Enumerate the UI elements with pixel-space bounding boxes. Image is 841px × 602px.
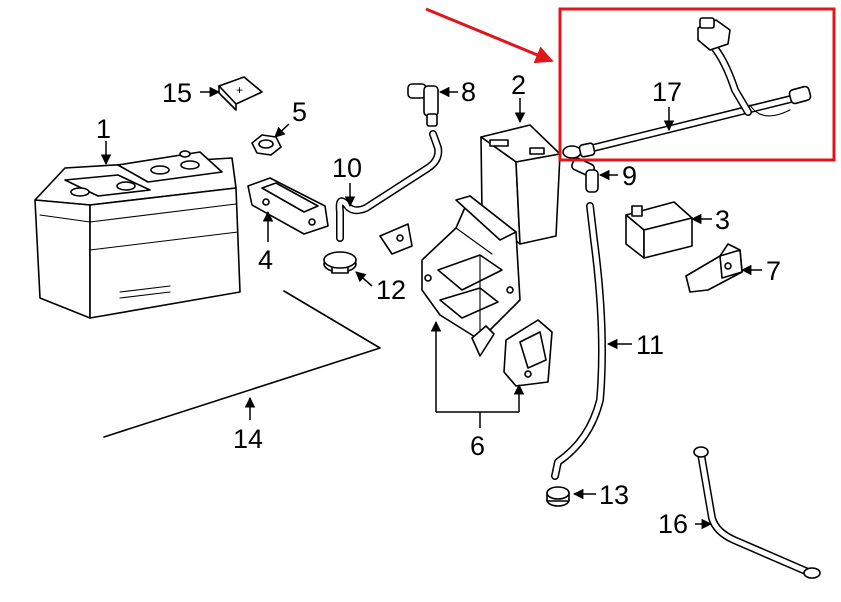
callout-10: 10 bbox=[332, 153, 362, 183]
battery-tray-pad bbox=[247, 177, 329, 235]
callout-14: 14 bbox=[233, 424, 263, 454]
callout-4: 4 bbox=[258, 245, 273, 275]
callout-9: 9 bbox=[622, 161, 637, 191]
terminal-cover: + bbox=[218, 76, 263, 111]
vent-hose bbox=[335, 130, 443, 242]
vent-elbow bbox=[407, 83, 439, 127]
callout-6: 6 bbox=[470, 431, 485, 461]
hex-nut bbox=[251, 134, 282, 156]
callout-11: 11 bbox=[636, 330, 664, 360]
callout-12: 12 bbox=[376, 275, 406, 305]
ground-strap bbox=[693, 446, 821, 579]
highlight-arrow bbox=[425, 7, 554, 64]
drain-hose bbox=[551, 202, 606, 480]
main-battery bbox=[34, 150, 241, 319]
callout-1: 1 bbox=[96, 114, 111, 144]
grommet-12 bbox=[323, 251, 357, 274]
callout-16: 16 bbox=[658, 509, 688, 539]
callout-17: 17 bbox=[652, 77, 682, 107]
highlight-box bbox=[558, 7, 836, 162]
callout-7: 7 bbox=[766, 256, 781, 286]
svg-text:+: + bbox=[236, 83, 243, 97]
battery-cable bbox=[562, 17, 812, 159]
leader-lines bbox=[100, 86, 762, 530]
elbow-connector bbox=[571, 157, 599, 193]
callout-15: 15 bbox=[162, 78, 192, 108]
callout-3: 3 bbox=[715, 205, 730, 235]
callout-2: 2 bbox=[511, 70, 526, 100]
callout-13: 13 bbox=[599, 480, 629, 510]
grommet-13 bbox=[546, 486, 570, 507]
fuse-box bbox=[625, 201, 693, 259]
mount-bracket bbox=[685, 243, 743, 293]
callout-5: 5 bbox=[292, 97, 307, 127]
battery-bracket bbox=[379, 195, 553, 387]
callout-8: 8 bbox=[461, 77, 476, 107]
hold-down-rod bbox=[103, 290, 381, 438]
